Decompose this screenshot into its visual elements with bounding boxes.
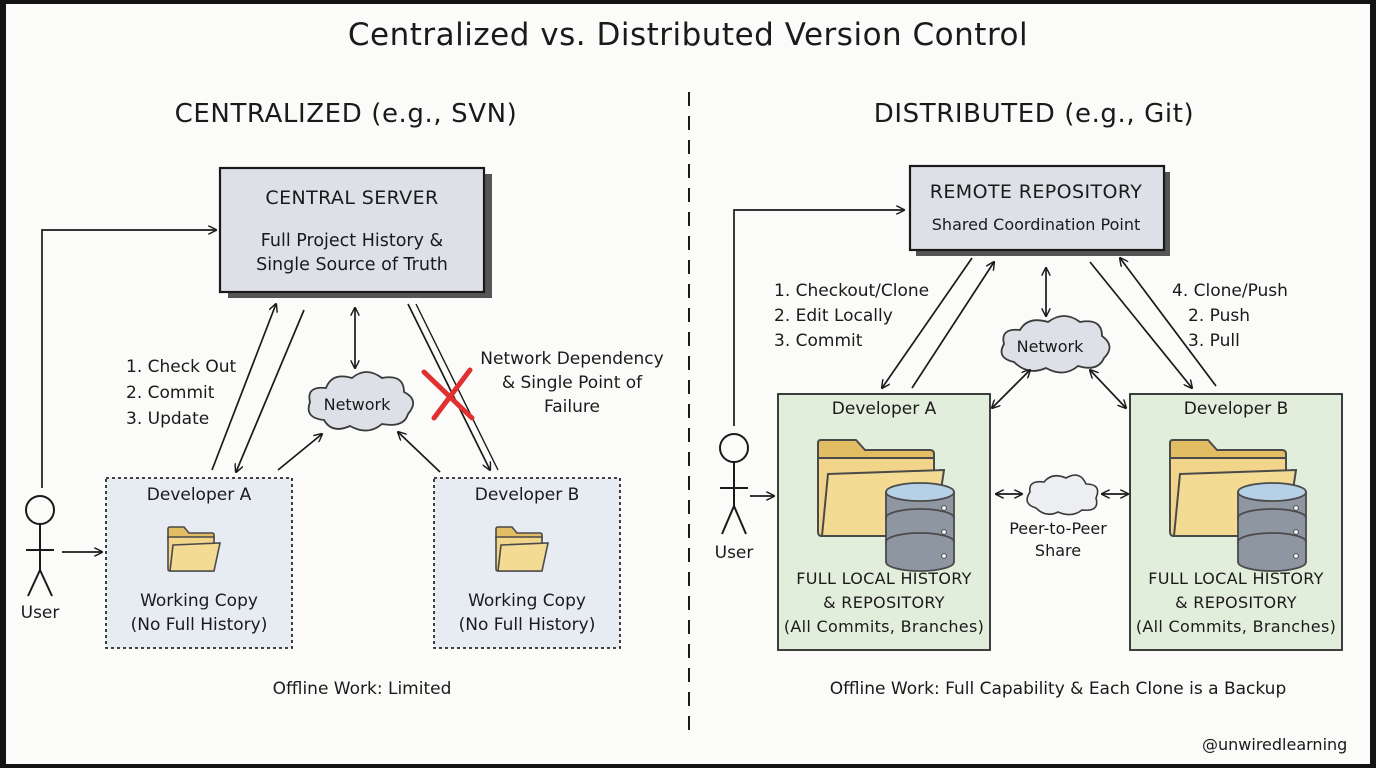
network-cloud-icon: [307, 371, 414, 432]
right-step-right-3: 3. Pull: [1188, 331, 1240, 351]
left-dev-b-line1: Working Copy: [468, 591, 586, 611]
left-dev-a-line1: Working Copy: [140, 591, 258, 611]
failure-line1: Network Dependency: [480, 349, 664, 369]
central-server-line1: Full Project History &: [260, 231, 444, 251]
left-dev-b-title: Developer B: [474, 485, 580, 505]
right-user-icon: [719, 433, 749, 535]
left-footer: Offline Work: Limited: [272, 679, 452, 699]
right-heading: DISTRIBUTED (e.g., Git): [873, 99, 1195, 129]
right-step-left-3: 3. Commit: [774, 331, 863, 351]
arrow-dev-b-network: [1090, 370, 1126, 408]
credit-handle: @unwiredlearning: [1202, 735, 1348, 754]
arrow-server-to-dev-b: [407, 303, 490, 470]
database-icon: [885, 482, 955, 572]
central-server-line2: Single Source of Truth: [256, 255, 448, 275]
arrow-dev-b-to-remote: [1120, 258, 1217, 387]
left-step-3: 3. Update: [126, 409, 210, 429]
left-user-label: User: [20, 603, 60, 623]
left-step-1: 1. Check Out: [126, 357, 237, 377]
network-cloud-icon: [1000, 315, 1111, 374]
right-step-left-2: 2. Edit Locally: [774, 306, 893, 326]
right-footer: Offline Work: Full Capability & Each Clo…: [829, 679, 1287, 699]
arrow-dev-a-to-network: [277, 434, 322, 471]
left-dev-a-title: Developer A: [146, 485, 252, 505]
failure-line2: & Single Point of: [501, 373, 643, 393]
arrow-remote-to-dev-b: [1089, 261, 1192, 388]
arrow-user-to-remote: [733, 210, 904, 426]
arrow-remote-to-dev-a: [882, 257, 973, 388]
right-dev-a-line3: (All Commits, Branches): [783, 617, 985, 636]
right-dev-a-line2: & REPOSITORY: [823, 593, 945, 612]
left-step-2: 2. Commit: [126, 383, 215, 403]
right-dev-b-line2: & REPOSITORY: [1175, 593, 1297, 612]
arrow-dev-a-to-server: [211, 304, 276, 471]
folder-icon: [167, 526, 221, 572]
right-dev-b-line3: (All Commits, Branches): [1135, 617, 1337, 636]
central-server-title: CENTRAL SERVER: [265, 187, 439, 209]
arrow-dev-a-network: [992, 370, 1030, 408]
arrow-dev-b-to-network: [398, 432, 441, 473]
right-step-right-1: 4. Clone/Push: [1172, 281, 1288, 301]
left-dev-a-line2: (No Full History): [130, 615, 268, 635]
left-network-label: Network: [323, 395, 391, 414]
folder-icon: [495, 526, 549, 572]
failure-line3: Failure: [544, 397, 600, 417]
diagram-canvas: Centralized vs. Distributed Version Cont…: [6, 4, 1370, 764]
remote-repository-subtitle: Shared Coordination Point: [931, 215, 1141, 234]
left-dev-b-line2: (No Full History): [458, 615, 596, 635]
arrow-dev-a-to-remote: [911, 262, 994, 389]
right-user-label: User: [714, 543, 754, 563]
right-step-left-1: 1. Checkout/Clone: [774, 281, 930, 301]
right-dev-b-line1: FULL LOCAL HISTORY: [1148, 569, 1324, 588]
right-step-right-2: 2. Push: [1188, 306, 1250, 326]
arrow-user-to-server: [41, 230, 216, 488]
right-dev-a-line1: FULL LOCAL HISTORY: [796, 569, 972, 588]
p2p-line1: Peer-to-Peer: [1009, 519, 1107, 538]
arrow-server-to-dev-a: [236, 309, 305, 472]
diagram-art: [25, 92, 1343, 732]
p2p-line2: Share: [1034, 541, 1082, 560]
remote-repository-title: REMOTE REPOSITORY: [929, 181, 1143, 203]
failure-cross-icon: [421, 367, 475, 421]
left-heading: CENTRALIZED (e.g., SVN): [174, 99, 518, 129]
database-icon: [1237, 482, 1307, 572]
right-dev-b-title: Developer B: [1183, 399, 1289, 419]
central-server-box: [218, 166, 492, 298]
right-dev-a-title: Developer A: [831, 399, 937, 419]
right-network-label: Network: [1016, 337, 1084, 356]
remote-repository-box: [908, 164, 1170, 256]
left-user-icon: [25, 495, 55, 597]
page-title: Centralized vs. Distributed Version Cont…: [347, 17, 1029, 53]
p2p-cloud-icon: [1026, 474, 1099, 516]
